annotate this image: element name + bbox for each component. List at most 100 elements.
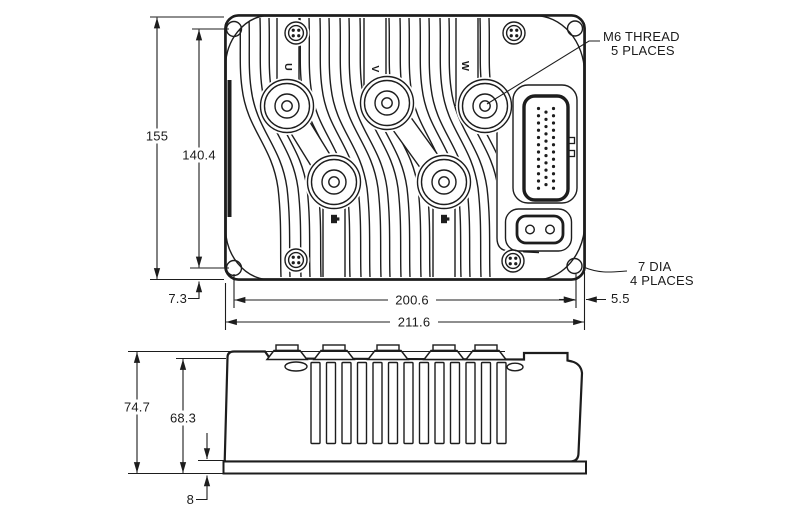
top-view: U V W xyxy=(224,14,586,281)
fin-line xyxy=(308,17,351,278)
terminal-boss xyxy=(431,169,457,195)
connector-pin xyxy=(544,132,548,136)
side-fin xyxy=(310,361,321,445)
fin-line xyxy=(339,17,382,278)
screw-drive-dot xyxy=(297,34,301,38)
note-7-dia-line2: 4 PLACES xyxy=(630,273,694,288)
terminal-ring xyxy=(310,158,358,206)
corner-pad-bottom-left xyxy=(225,229,266,280)
terminal-label-v: V xyxy=(369,65,381,72)
connector-pin xyxy=(544,168,548,172)
boss-body xyxy=(366,349,410,361)
boss-cap xyxy=(474,344,498,352)
connector-pin xyxy=(536,128,541,132)
dim-text-bg xyxy=(388,292,436,308)
terminal-thread-hole xyxy=(328,176,340,188)
terminal-boss xyxy=(321,169,347,195)
note-m6-thread-line1: M6 THREAD xyxy=(603,29,680,44)
side-terminal-boss xyxy=(265,344,309,361)
connector-pin xyxy=(536,186,541,190)
connector-pin xyxy=(536,135,541,140)
dim-5-5: 5.5 xyxy=(611,291,630,306)
terminal-u xyxy=(258,77,316,135)
connector-pin xyxy=(536,121,541,125)
boss-body xyxy=(422,349,466,361)
screw-drive-dot xyxy=(509,34,513,38)
dim-text-bg xyxy=(119,399,155,415)
connector-pin xyxy=(544,175,548,179)
dim-leader-8-bottom xyxy=(196,475,211,501)
screw-head xyxy=(284,248,308,272)
fin-line xyxy=(328,17,371,278)
terminal-ring-outer xyxy=(359,75,415,131)
screw-head xyxy=(284,21,308,45)
boss-cap xyxy=(432,344,456,352)
mount-hole-bottom-right xyxy=(566,257,583,275)
aux-pin-1 xyxy=(525,224,536,235)
side-fin xyxy=(418,361,430,445)
fin-line xyxy=(448,17,491,278)
terminal-ring-outer xyxy=(416,154,472,210)
dim-text-bg xyxy=(178,147,220,163)
note-m6-thread-line2: 5 PLACES xyxy=(611,43,675,58)
screw-drive-dot xyxy=(515,34,519,38)
terminal-ring xyxy=(363,79,411,127)
dim-68-3: 68.3 xyxy=(170,411,196,426)
screw-drive-dot xyxy=(515,28,519,32)
connector-pin xyxy=(544,183,548,187)
screw-recess xyxy=(504,252,522,270)
leader-m6-thread xyxy=(486,40,600,105)
side-fin xyxy=(325,361,337,445)
dim-8: 8 xyxy=(187,492,194,507)
side-fin xyxy=(480,361,492,445)
boss-cap xyxy=(275,344,299,352)
terminals xyxy=(258,74,514,211)
side-fin xyxy=(434,361,445,445)
dim-211-6: 211.6 xyxy=(398,315,431,330)
connector-pin xyxy=(544,146,548,150)
battery-negative-icon xyxy=(441,214,450,224)
connector-pin xyxy=(551,157,556,161)
note-7-dia-line1: 7 DIA xyxy=(638,259,672,274)
dim-leader-7-3 xyxy=(188,281,203,300)
terminal-halo xyxy=(415,153,473,211)
screw-head xyxy=(502,21,526,45)
dim-text-bg xyxy=(142,128,172,144)
side-fin xyxy=(496,361,507,445)
corner-pad-bottom-right-arc xyxy=(541,228,586,281)
side-view xyxy=(222,344,587,475)
terminal-ring xyxy=(461,82,509,130)
terminal-b-minus xyxy=(415,153,473,211)
screw-drive-dot xyxy=(297,28,301,32)
connector-pin xyxy=(536,164,541,169)
connector-pin xyxy=(536,157,541,161)
screw-drive-dot xyxy=(508,262,512,266)
terminal-w xyxy=(456,77,514,135)
corner-pad-top-left xyxy=(225,15,266,66)
connector-pin xyxy=(544,161,548,165)
boss-body xyxy=(464,349,508,361)
cover-screws xyxy=(282,19,528,275)
screw-halo xyxy=(282,19,310,47)
terminal-boss xyxy=(374,90,400,116)
connector-pin xyxy=(544,125,548,129)
screw-drive-dot xyxy=(514,256,518,260)
connector-pin xyxy=(551,135,556,140)
terminal-ring xyxy=(263,82,311,130)
dim-text-bg xyxy=(164,410,202,426)
connector-pin xyxy=(551,114,556,118)
terminal-b-plus xyxy=(305,153,363,211)
terminal-ring-outer xyxy=(457,78,513,134)
terminal-ring-outer xyxy=(259,78,315,134)
terminal-label-u: U xyxy=(282,63,294,71)
side-fins xyxy=(310,361,507,445)
fin-line xyxy=(248,17,291,278)
side-fin xyxy=(356,361,368,445)
fin-line xyxy=(239,17,282,278)
side-fin xyxy=(341,361,352,445)
side-fin xyxy=(403,361,414,445)
side-oval-left xyxy=(284,361,308,372)
connector-pin xyxy=(551,179,556,183)
connector-pin xyxy=(536,179,541,183)
fin-line xyxy=(419,17,462,278)
